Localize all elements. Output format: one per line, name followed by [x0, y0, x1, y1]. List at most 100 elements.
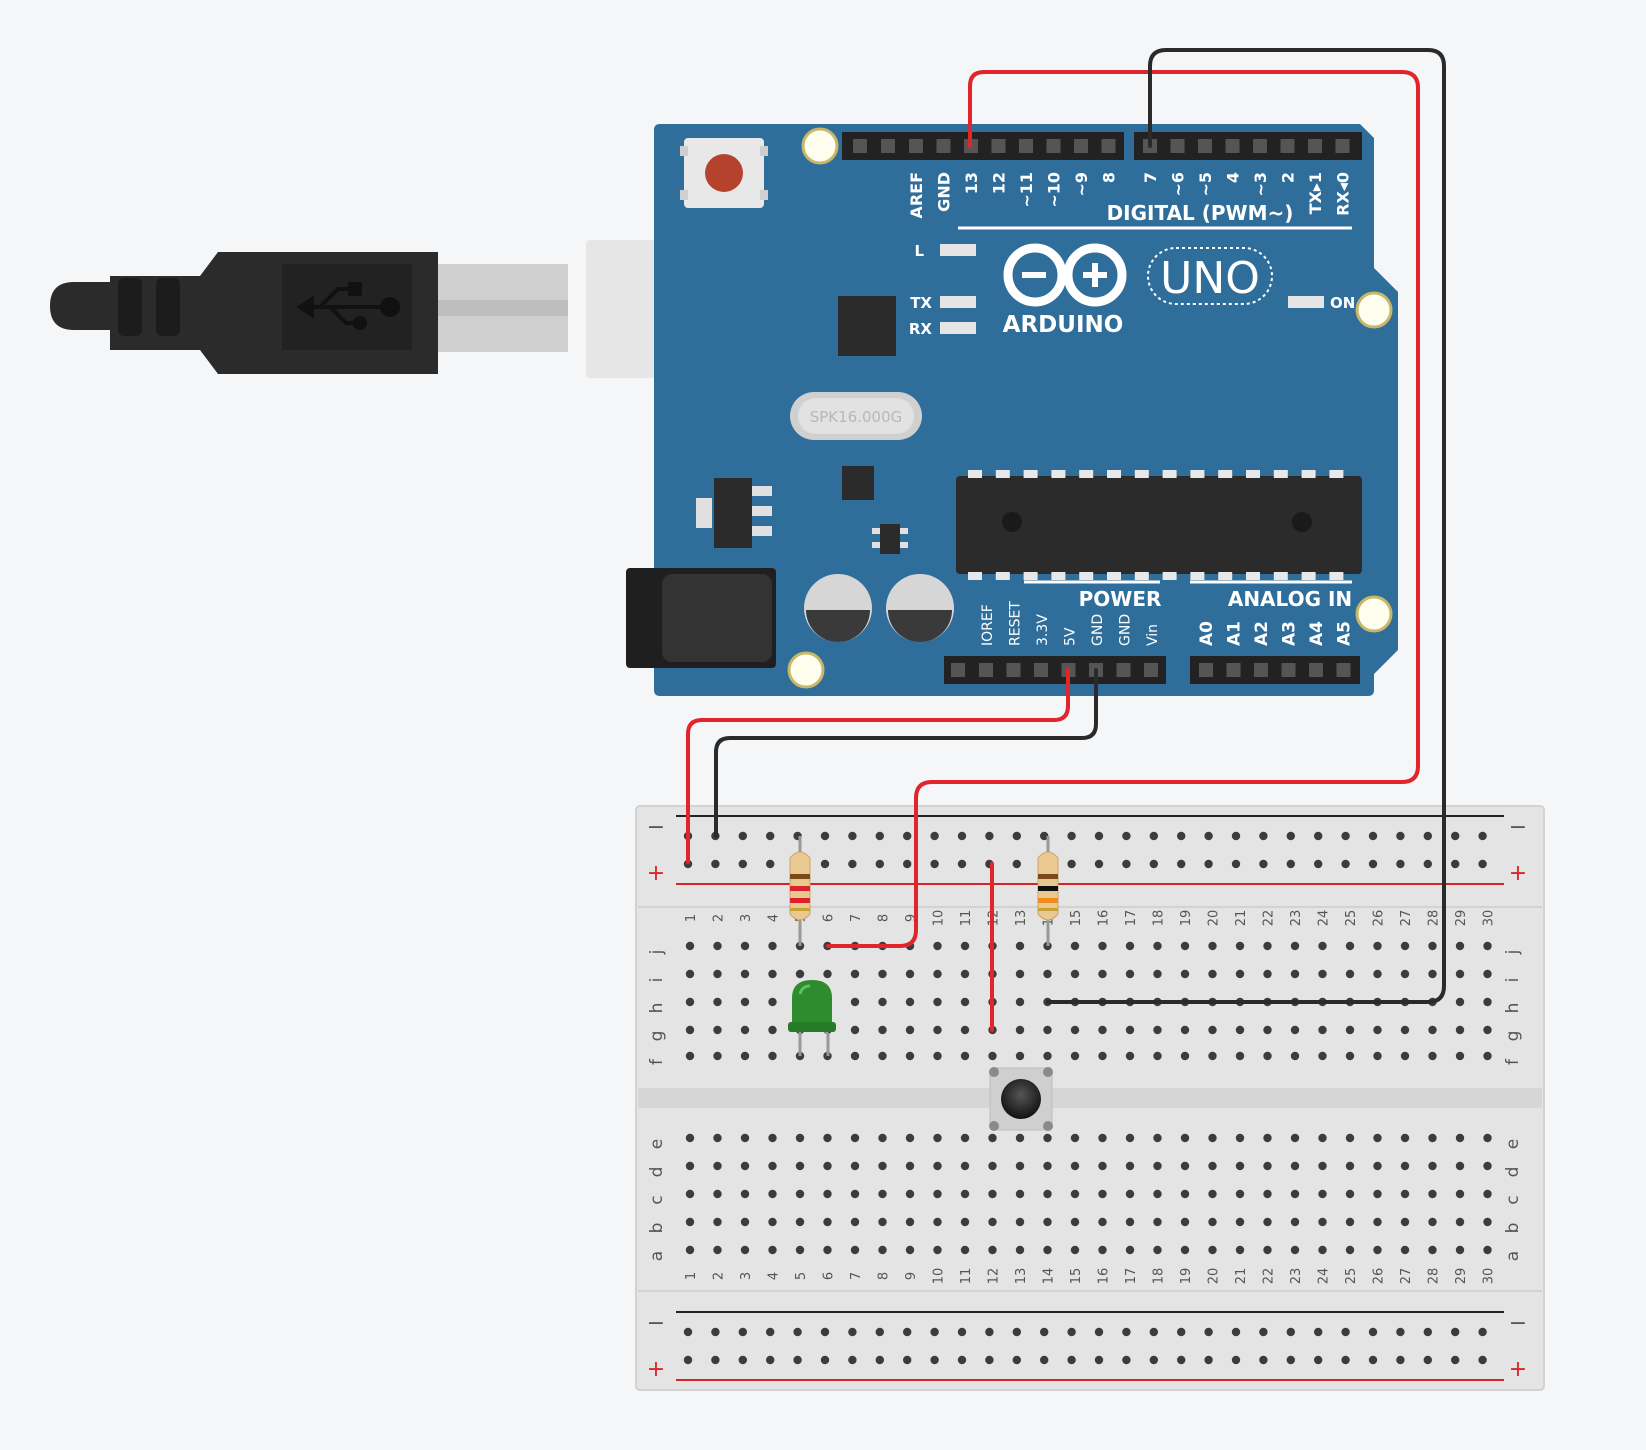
- breadboard-hole[interactable]: [960, 1133, 970, 1143]
- breadboard-hole[interactable]: [1235, 1025, 1245, 1035]
- breadboard-hole[interactable]: [1286, 1355, 1296, 1365]
- breadboard-hole[interactable]: [1098, 1189, 1107, 1199]
- breadboard-hole[interactable]: [933, 969, 942, 979]
- breadboard-hole[interactable]: [1318, 969, 1327, 979]
- breadboard-hole[interactable]: [740, 1051, 750, 1061]
- breadboard-hole[interactable]: [738, 831, 747, 841]
- breadboard-hole[interactable]: [823, 1189, 832, 1199]
- breadboard-hole[interactable]: [1015, 1133, 1025, 1143]
- breadboard-hole[interactable]: [905, 1217, 915, 1227]
- breadboard-hole[interactable]: [1318, 941, 1327, 951]
- breadboard-hole[interactable]: [1345, 1217, 1355, 1227]
- breadboard-hole[interactable]: [1070, 1133, 1080, 1143]
- breadboard-hole[interactable]: [823, 1245, 832, 1255]
- breadboard-hole[interactable]: [1318, 1189, 1327, 1199]
- breadboard-hole[interactable]: [1153, 1051, 1162, 1061]
- breadboard-hole[interactable]: [1208, 1189, 1217, 1199]
- breadboard-hole[interactable]: [1204, 1355, 1213, 1365]
- breadboard-hole[interactable]: [1341, 1327, 1350, 1337]
- breadboard-hole[interactable]: [1290, 1133, 1300, 1143]
- breadboard-hole[interactable]: [1263, 1245, 1272, 1255]
- breadboard-hole[interactable]: [850, 1161, 860, 1171]
- breadboard-hole[interactable]: [1428, 969, 1437, 979]
- breadboard-hole[interactable]: [1478, 1355, 1487, 1365]
- breadboard-hole[interactable]: [988, 1161, 997, 1171]
- wire-5v-red[interactable]: [686, 668, 1070, 864]
- breadboard[interactable]: −−++−−++ 1122334455667788991010111112121…: [635, 805, 1545, 1391]
- breadboard-hole[interactable]: [713, 969, 722, 979]
- breadboard-hole[interactable]: [1067, 859, 1076, 869]
- breadboard-hole[interactable]: [903, 1327, 912, 1337]
- breadboard-hole[interactable]: [795, 1217, 805, 1227]
- breadboard-hole[interactable]: [1070, 1217, 1080, 1227]
- breadboard-hole[interactable]: [795, 1245, 805, 1255]
- breadboard-hole[interactable]: [1263, 1189, 1272, 1199]
- breadboard-hole[interactable]: [1208, 1025, 1217, 1035]
- breadboard-hole[interactable]: [1400, 1051, 1410, 1061]
- breadboard-hole[interactable]: [685, 1245, 695, 1255]
- breadboard-hole[interactable]: [875, 1327, 884, 1337]
- breadboard-hole[interactable]: [1455, 1245, 1465, 1255]
- breadboard-hole[interactable]: [1122, 831, 1131, 841]
- header-pin-hole[interactable]: [1198, 139, 1212, 153]
- breadboard-hole[interactable]: [1455, 1161, 1465, 1171]
- breadboard-hole[interactable]: [1428, 1217, 1437, 1227]
- breadboard-hole[interactable]: [1125, 969, 1135, 979]
- breadboard-hole[interactable]: [1483, 1133, 1492, 1143]
- breadboard-hole[interactable]: [988, 1217, 997, 1227]
- header-pin-hole[interactable]: [1046, 139, 1061, 153]
- breadboard-hole[interactable]: [1204, 831, 1213, 841]
- breadboard-hole[interactable]: [1122, 1327, 1131, 1337]
- breadboard-hole[interactable]: [1428, 1189, 1437, 1199]
- breadboard-hole[interactable]: [1290, 1189, 1300, 1199]
- breadboard-hole[interactable]: [933, 1189, 942, 1199]
- breadboard-hole[interactable]: [1318, 1245, 1327, 1255]
- breadboard-hole[interactable]: [1177, 859, 1186, 869]
- header-pin-hole[interactable]: [1225, 139, 1240, 153]
- breadboard-hole[interactable]: [848, 1327, 857, 1337]
- breadboard-hole[interactable]: [1373, 1189, 1382, 1199]
- breadboard-hole[interactable]: [1428, 1025, 1437, 1035]
- breadboard-hole[interactable]: [850, 1217, 860, 1227]
- breadboard-hole[interactable]: [1177, 1327, 1186, 1337]
- breadboard-hole[interactable]: [933, 997, 942, 1007]
- breadboard-hole[interactable]: [1483, 1217, 1492, 1227]
- breadboard-hole[interactable]: [1263, 941, 1272, 951]
- breadboard-hole[interactable]: [740, 997, 750, 1007]
- breadboard-hole[interactable]: [1400, 1217, 1410, 1227]
- breadboard-hole[interactable]: [1235, 1133, 1245, 1143]
- breadboard-hole[interactable]: [957, 831, 967, 841]
- breadboard-hole[interactable]: [1149, 859, 1159, 869]
- breadboard-hole[interactable]: [1070, 969, 1080, 979]
- breadboard-hole[interactable]: [1400, 1189, 1410, 1199]
- breadboard-hole[interactable]: [1153, 1025, 1162, 1035]
- breadboard-hole[interactable]: [1015, 1161, 1025, 1171]
- breadboard-hole[interactable]: [1290, 1051, 1300, 1061]
- breadboard-hole[interactable]: [685, 969, 695, 979]
- breadboard-hole[interactable]: [850, 969, 860, 979]
- header-pin-hole[interactable]: [909, 139, 923, 153]
- breadboard-hole[interactable]: [903, 1355, 912, 1365]
- breadboard-hole[interactable]: [878, 969, 887, 979]
- breadboard-hole[interactable]: [1451, 1327, 1460, 1337]
- breadboard-hole[interactable]: [1015, 969, 1025, 979]
- breadboard-hole[interactable]: [768, 1245, 777, 1255]
- wires[interactable]: [686, 48, 1446, 1032]
- breadboard-hole[interactable]: [875, 1355, 884, 1365]
- breadboard-hole[interactable]: [1125, 1189, 1135, 1199]
- breadboard-hole[interactable]: [988, 1133, 997, 1143]
- breadboard-hole[interactable]: [1368, 859, 1378, 869]
- breadboard-hole[interactable]: [766, 1355, 775, 1365]
- breadboard-hole[interactable]: [985, 1327, 994, 1337]
- header-pin-hole[interactable]: [936, 139, 951, 153]
- breadboard-hole[interactable]: [1314, 1355, 1323, 1365]
- wire-gnd-black[interactable]: [714, 668, 1098, 838]
- breadboard-hole[interactable]: [1043, 969, 1052, 979]
- breadboard-hole[interactable]: [1263, 969, 1272, 979]
- breadboard-hole[interactable]: [1149, 831, 1159, 841]
- breadboard-hole[interactable]: [766, 859, 775, 869]
- breadboard-hole[interactable]: [1455, 941, 1465, 951]
- breadboard-hole[interactable]: [1153, 1133, 1162, 1143]
- breadboard-hole[interactable]: [903, 859, 912, 869]
- breadboard-hole[interactable]: [1015, 1217, 1025, 1227]
